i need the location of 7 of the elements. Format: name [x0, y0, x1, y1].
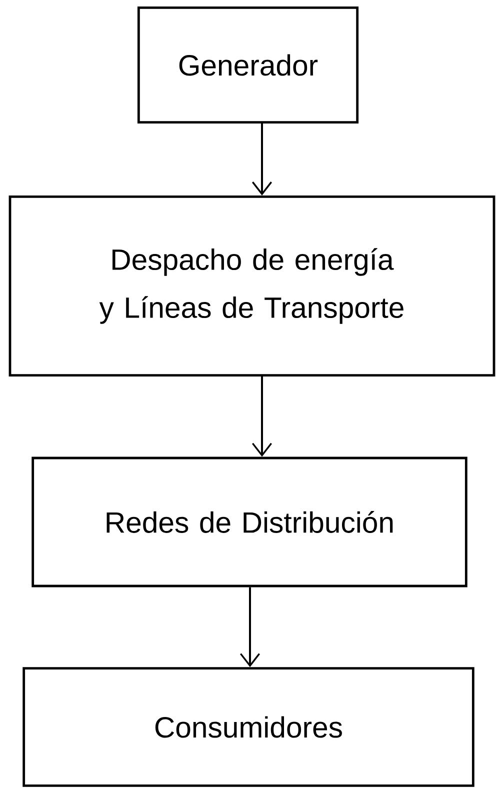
arrow [240, 587, 260, 668]
process-box: Consumidores [22, 667, 474, 787]
arrow [252, 376, 272, 457]
process-box: Redes de Distribución [32, 456, 468, 588]
process-box: Despacho de energía y Líneas de Transporte [8, 195, 496, 377]
arrow [252, 124, 272, 196]
process-box: Generador [137, 6, 359, 124]
